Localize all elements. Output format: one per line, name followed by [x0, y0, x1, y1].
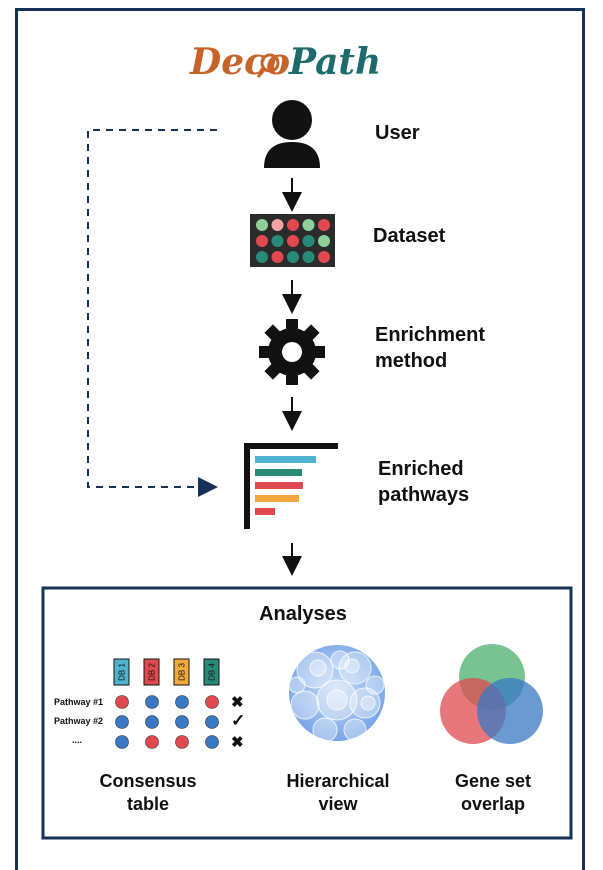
- dataset-dot: [287, 235, 299, 247]
- magnifier-icon: [260, 53, 280, 73]
- logo-part-path: Path: [288, 41, 381, 83]
- row-result-2: ✓: [231, 711, 246, 730]
- db-header-label: DB 4: [208, 663, 217, 681]
- bubble: [338, 651, 372, 685]
- bubble: [349, 687, 381, 719]
- dataset-icon: [250, 214, 335, 267]
- dataset-dot: [271, 219, 284, 231]
- db-header-box: [173, 658, 190, 686]
- db-header-label: DB 1: [118, 663, 127, 681]
- consensus-dot: [145, 735, 159, 749]
- label-enrichment-method-line2: method: [375, 350, 448, 372]
- bubble: [312, 717, 338, 741]
- venn-diagram-icon: [440, 644, 543, 744]
- bubble: [344, 658, 360, 674]
- user-icon: [264, 100, 320, 168]
- consensus-dot: [145, 695, 159, 709]
- decopath-logo: Deco Path: [189, 41, 381, 83]
- dataset-dot: [302, 219, 315, 231]
- db-headers: DB 1 DB 2 DB 3 DB 4: [113, 658, 220, 686]
- dataset-dot: [318, 251, 330, 263]
- geneset-caption-line2: overlap: [460, 794, 526, 814]
- bubble: [290, 690, 320, 720]
- gear-icon: [259, 319, 325, 385]
- dataset-dot: [271, 251, 284, 263]
- consensus-dot: [175, 735, 189, 749]
- dataset-dot: [256, 251, 268, 263]
- db-header-label: DB 3: [178, 663, 187, 681]
- dataset-dot: [318, 219, 330, 231]
- geneset-caption-line1: Gene set: [454, 771, 532, 791]
- consensus-dot: [115, 735, 129, 749]
- enriched-pathways-icon: [244, 443, 338, 529]
- consensus-dot: [205, 715, 219, 729]
- consensus-dot: [175, 715, 189, 729]
- row-label-1: Pathway #1: [54, 697, 104, 707]
- consensus-dot: [205, 735, 219, 749]
- consensus-dot: [145, 715, 159, 729]
- bubble: [309, 659, 327, 677]
- bubble: [343, 718, 367, 741]
- dataset-dot: [256, 219, 268, 231]
- db-header-box: [203, 658, 220, 686]
- row-label-2: Pathway #2: [54, 716, 104, 726]
- db-header-label: DB 2: [148, 663, 157, 681]
- db-header-box: [143, 658, 160, 686]
- bubble: [326, 689, 348, 711]
- dataset-dot: [256, 235, 268, 247]
- db-header-box: [113, 658, 130, 686]
- label-enrichment-method-line1: Enrichment: [375, 324, 486, 346]
- bubble: [316, 679, 358, 721]
- consensus-dot: [115, 715, 129, 729]
- bubble: [365, 675, 385, 695]
- hierarchical-view-icon: [289, 645, 385, 741]
- consensus-caption-line1: Consensus: [99, 771, 197, 791]
- row-label-3: ....: [72, 735, 83, 745]
- bubble: [360, 695, 376, 711]
- dashed-feedback-arrow: [87, 129, 218, 497]
- label-dataset: Dataset: [373, 225, 446, 247]
- consensus-dot: [175, 695, 189, 709]
- logo-part-deco: Deco: [189, 41, 290, 83]
- dataset-dot: [271, 235, 284, 247]
- consensus-dot: [205, 695, 219, 709]
- row-result-3: ✖: [231, 734, 244, 751]
- consensus-dot: [115, 695, 129, 709]
- label-enriched-pathways-line2: pathways: [378, 484, 470, 506]
- dataset-dot: [302, 235, 315, 247]
- bubble: [289, 676, 306, 694]
- row-result-1: ✖: [231, 694, 244, 711]
- analyses-title: Analyses: [259, 603, 347, 625]
- hierarchical-caption-line2: view: [318, 794, 358, 814]
- bubble: [296, 651, 334, 689]
- dataset-dot: [318, 235, 330, 247]
- dataset-dot: [287, 251, 299, 263]
- dataset-dot: [302, 251, 315, 263]
- consensus-caption-line2: table: [126, 794, 169, 814]
- outer-frame: [15, 8, 585, 870]
- label-user: User: [375, 122, 420, 144]
- consensus-dots: [115, 695, 219, 749]
- hierarchical-caption-line1: Hierarchical: [286, 771, 390, 791]
- label-enriched-pathways-line1: Enriched: [378, 458, 464, 480]
- dataset-dot: [287, 219, 299, 231]
- analyses-box: [41, 586, 573, 840]
